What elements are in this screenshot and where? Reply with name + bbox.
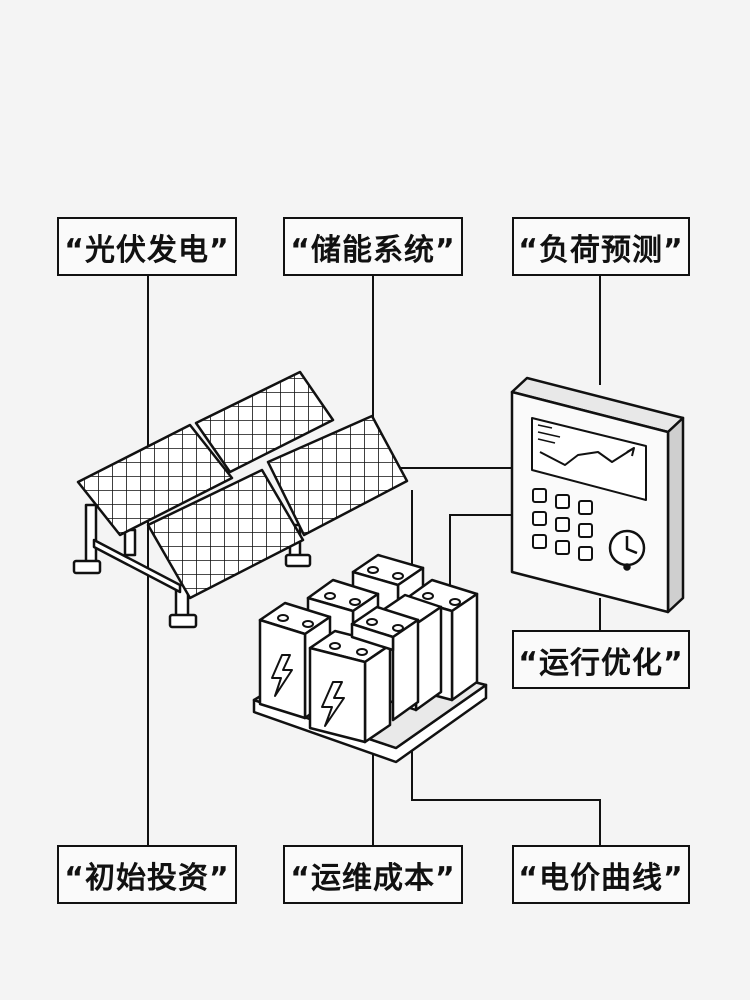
clock-icon [608,529,646,571]
bolt-icon [271,654,293,697]
label-operation-optimization: “运行优化” [512,630,690,689]
label-energy-storage: “储能系统” [283,217,463,276]
solar-panel-array [72,370,409,629]
label-solar-power: “光伏发电” [57,217,237,276]
battery-bank [252,553,488,764]
solar-panel-front-left [146,468,305,600]
controller-keypad [532,488,593,561]
bolt-icon [321,681,345,727]
label-load-forecast: “负荷预测” [512,217,690,276]
connector-storage [372,276,512,469]
solar-panel-front-right [266,414,409,537]
label-om-cost: “运维成本” [283,845,463,904]
energy-controller-device [510,376,685,614]
label-initial-investment: “初始投资” [57,845,237,904]
connector-controller-battery [449,514,512,585]
solar-panel-back-right [194,370,335,474]
solar-panel-back-left [76,423,234,537]
label-electricity-price-curve: “电价曲线” [512,845,690,904]
screen-line-chart [539,447,635,466]
controller-screen [531,417,647,501]
